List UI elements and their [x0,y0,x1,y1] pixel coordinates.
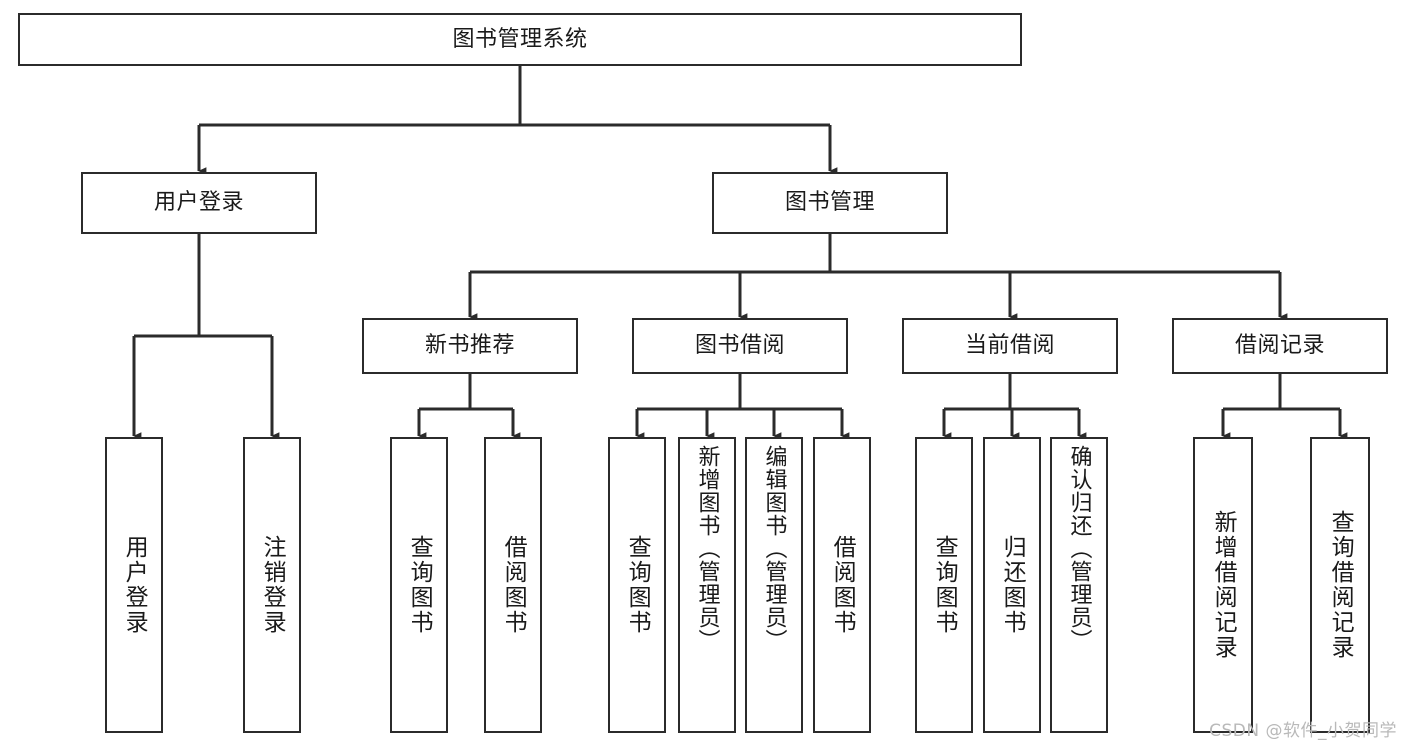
node-leaf-user-login[interactable]: 用户登录 [105,437,163,733]
node-leaf-edit-book-admin[interactable]: 编辑图书（管理员） [745,437,803,733]
node-leaf-query-borrow-record[interactable]: 查询借阅记录 [1310,437,1370,733]
node-new-book-recommend[interactable]: 新书推荐 [362,318,578,374]
node-book-borrow[interactable]: 图书借阅 [632,318,848,374]
node-label-leaf-query-borrow-record: 查询借阅记录 [1327,510,1354,660]
node-label-leaf-user-login: 用户登录 [121,535,148,635]
node-leaf-add-borrow-record[interactable]: 新增借阅记录 [1193,437,1253,733]
node-label-leaf-add-book-admin: 新增图书（管理员） [694,445,720,652]
node-label-new-book-recommend: 新书推荐 [424,333,515,359]
node-label-book-management: 图书管理 [784,190,875,216]
node-label-leaf-edit-book-admin: 编辑图书（管理员） [761,445,787,652]
node-label-leaf-return-book: 归还图书 [999,535,1026,635]
node-label-root: 图书管理系统 [452,26,588,52]
node-leaf-query-book-2[interactable]: 查询图书 [608,437,666,733]
node-book-management[interactable]: 图书管理 [712,172,948,234]
node-label-leaf-add-borrow-record: 新增借阅记录 [1210,510,1237,660]
node-label-leaf-query-book-1: 查询图书 [406,535,433,635]
node-root[interactable]: 图书管理系统 [18,13,1022,66]
node-label-book-borrow: 图书借阅 [694,333,785,359]
node-leaf-query-book-1[interactable]: 查询图书 [390,437,448,733]
node-leaf-return-book[interactable]: 归还图书 [983,437,1041,733]
node-label-user-login: 用户登录 [153,190,244,216]
node-leaf-logout[interactable]: 注销登录 [243,437,301,733]
node-borrow-records[interactable]: 借阅记录 [1172,318,1388,374]
node-label-leaf-query-book-2: 查询图书 [624,535,651,635]
edge-group [132,66,1348,440]
node-label-leaf-query-book-3: 查询图书 [931,535,958,635]
node-leaf-query-book-3[interactable]: 查询图书 [915,437,973,733]
node-label-leaf-borrow-book-2: 借阅图书 [829,535,856,635]
node-user-login[interactable]: 用户登录 [81,172,317,234]
node-label-current-borrow: 当前借阅 [964,333,1055,359]
node-label-borrow-records: 借阅记录 [1234,333,1325,359]
node-leaf-add-book-admin[interactable]: 新增图书（管理员） [678,437,736,733]
node-label-leaf-confirm-return-admin: 确认归还（管理员） [1066,445,1092,652]
node-leaf-confirm-return-admin[interactable]: 确认归还（管理员） [1050,437,1108,733]
node-label-leaf-logout: 注销登录 [259,535,286,635]
csdn-watermark: CSDN @软件_小贺同学 [1209,721,1397,741]
node-current-borrow[interactable]: 当前借阅 [902,318,1118,374]
node-leaf-borrow-book-1[interactable]: 借阅图书 [484,437,542,733]
node-label-leaf-borrow-book-1: 借阅图书 [500,535,527,635]
node-leaf-borrow-book-2[interactable]: 借阅图书 [813,437,871,733]
